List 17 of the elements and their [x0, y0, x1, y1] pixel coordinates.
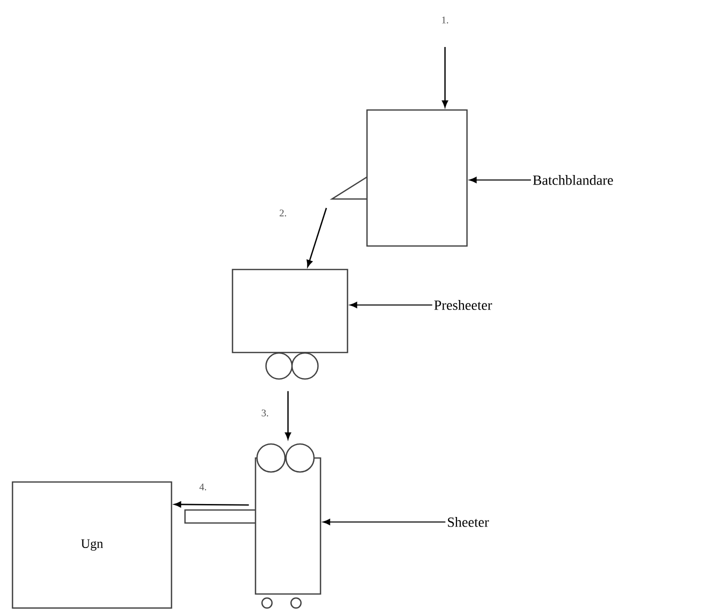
arrow [174, 501, 249, 508]
leader-line [350, 302, 432, 308]
arrow [442, 47, 448, 108]
part-label: Batchblandare [533, 175, 613, 185]
part-label: Sheeter [448, 517, 489, 527]
step-number: 3. [260, 408, 270, 418]
machine-box [366, 109, 468, 247]
leader-line [469, 176, 531, 184]
step-number: 4. [198, 482, 208, 492]
step-number: 2. [278, 208, 288, 218]
machine-box [232, 268, 348, 354]
step-number: 1. [440, 16, 450, 24]
oven-box: Ugn [12, 481, 172, 609]
arrow [306, 208, 327, 268]
arrow [285, 391, 291, 440]
part-label: Presheeter [434, 300, 492, 310]
leader-line [322, 518, 446, 526]
